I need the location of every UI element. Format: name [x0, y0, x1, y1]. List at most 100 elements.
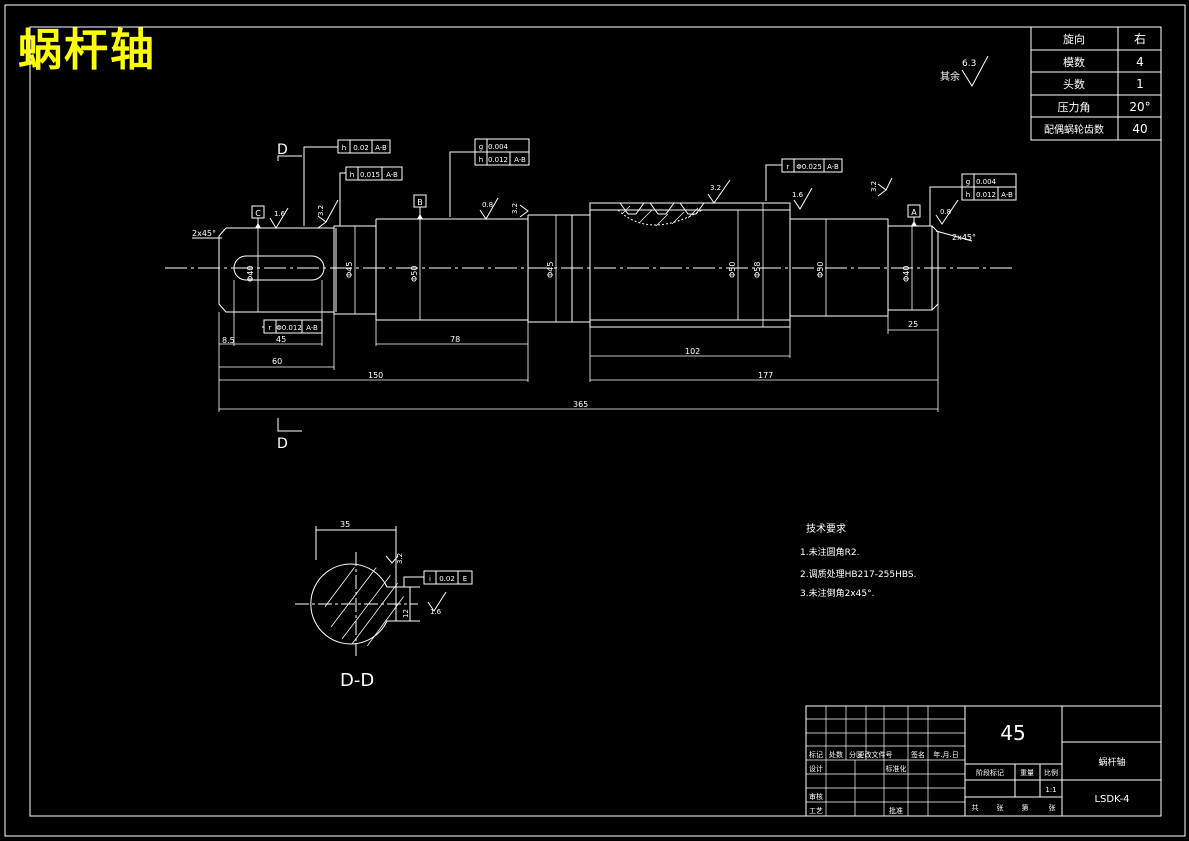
svg-text:共: 共 [972, 803, 979, 812]
inner-frame [29, 26, 1162, 817]
svg-text:2.调质处理HB217-255HBS.: 2.调质处理HB217-255HBS. [800, 568, 917, 580]
svg-text:Φ45: Φ45 [345, 262, 354, 278]
svg-text:h: h [350, 171, 354, 179]
svg-text:工艺: 工艺 [809, 807, 823, 815]
svg-text:12: 12 [402, 609, 410, 618]
svg-text:其余: 其余 [940, 70, 960, 83]
svg-text:A-B: A-B [386, 171, 398, 179]
svg-text:D: D [277, 436, 288, 452]
dimension-texts: 8.5 45 60 78 150 102 177 25 365 Φ40 Φ45 … [192, 229, 976, 409]
tolerance-frame-3: g 0.004 h 0.012 A-B [449, 138, 530, 217]
svg-text:r: r [269, 324, 272, 332]
svg-text:签名: 签名 [911, 750, 925, 759]
tolerance-frame-5: g 0.004 h 0.012 A-B [929, 173, 1017, 226]
svg-text:分区: 分区 [849, 750, 863, 759]
svg-text:E: E [463, 575, 467, 583]
svg-text:25: 25 [908, 320, 918, 329]
svg-text:4: 4 [1136, 55, 1144, 69]
svg-text:头数: 头数 [1063, 78, 1085, 91]
svg-text:0.02: 0.02 [353, 144, 369, 152]
svg-text:2x45°: 2x45° [952, 233, 976, 242]
svg-text:h: h [342, 144, 346, 152]
datum-a: A [907, 204, 921, 226]
svg-text:Φ40: Φ40 [246, 266, 255, 282]
svg-text:45: 45 [276, 335, 286, 344]
svg-text:比例: 比例 [1044, 768, 1058, 777]
svg-text:1.6: 1.6 [430, 608, 442, 616]
svg-text:Φ40: Φ40 [902, 266, 911, 282]
title-block: 标记 处数 分区 更改文件号 签名 年.月.日 设计 审核 工艺 标准化 批准 … [805, 705, 1162, 817]
svg-text:A-B: A-B [1001, 191, 1013, 199]
svg-text:60: 60 [272, 357, 282, 366]
svg-text:Φ0.012: Φ0.012 [276, 324, 302, 332]
svg-text:A-B: A-B [375, 144, 387, 152]
svg-text:1:1: 1:1 [1045, 786, 1056, 794]
svg-text:45: 45 [1000, 721, 1025, 745]
parameter-table: 旋向 右 模数 4 头数 1 压力角 20° 配偶蜗轮齿数 40 [1030, 26, 1162, 141]
svg-text:0.004: 0.004 [976, 178, 997, 186]
roughness-symbols: 1.6 3.2 0.8 3.2 3.2 1.6 3.2 0.8 [269, 177, 959, 229]
svg-text:h: h [966, 191, 970, 199]
svg-text:1.未注圆角R2.: 1.未注圆角R2. [800, 546, 859, 558]
svg-text:Φ0.025: Φ0.025 [796, 163, 822, 171]
svg-text:A-B: A-B [306, 324, 318, 332]
svg-text:旋向: 旋向 [1063, 32, 1085, 46]
svg-text:40: 40 [1132, 122, 1147, 136]
svg-text:365: 365 [573, 400, 588, 409]
svg-text:技术要求: 技术要求 [806, 522, 846, 535]
svg-text:A: A [911, 208, 917, 217]
svg-text:Φ50: Φ50 [410, 266, 419, 282]
svg-text:模数: 模数 [1063, 56, 1085, 69]
svg-text:g: g [966, 178, 970, 186]
svg-text:审核: 审核 [809, 792, 823, 801]
tolerance-frame-4: r Φ0.025 A-B [765, 158, 843, 201]
svg-text:102: 102 [685, 347, 700, 356]
svg-text:78: 78 [450, 335, 460, 344]
svg-text:阶段标记: 阶段标记 [976, 768, 1004, 777]
svg-text:3.2: 3.2 [511, 203, 519, 214]
svg-text:3.未注倒角2x45°.: 3.未注倒角2x45°. [800, 587, 874, 599]
datum-b: B [413, 194, 427, 219]
dimension-lines [218, 203, 939, 412]
svg-text:150: 150 [368, 371, 383, 380]
section-view-dd: 35 12 i 0.02 E 3.2 1.6 D-D [295, 520, 473, 691]
svg-text:右: 右 [1134, 31, 1146, 46]
svg-text:0.8: 0.8 [940, 208, 951, 216]
svg-text:3.2: 3.2 [317, 205, 325, 216]
svg-text:A-B: A-B [514, 156, 526, 164]
svg-text:h: h [479, 156, 483, 164]
datum-c: C [251, 205, 265, 228]
svg-text:配偶蜗轮齿数: 配偶蜗轮齿数 [1044, 123, 1104, 136]
svg-text:蜗杆轴: 蜗杆轴 [1098, 756, 1125, 768]
svg-text:0.004: 0.004 [488, 143, 509, 151]
svg-text:标准化: 标准化 [886, 764, 907, 773]
svg-text:标记: 标记 [809, 750, 823, 759]
svg-text:批准: 批准 [889, 806, 903, 815]
keyway-slot [233, 255, 325, 281]
svg-text:1.6: 1.6 [274, 210, 286, 218]
technical-requirements: 技术要求 1.未注圆角R2. 2.调质处理HB217-255HBS. 3.未注倒… [800, 522, 917, 599]
tolerance-frame-2: h 0.015 A-B [339, 166, 403, 226]
drawing-title: 蜗杆轴 [18, 25, 156, 76]
svg-text:0.015: 0.015 [360, 171, 380, 179]
svg-text:D: D [277, 142, 288, 158]
tolerance-frame-1: h 0.02 A-B [303, 139, 391, 226]
svg-text:Φ50: Φ50 [816, 262, 825, 278]
svg-text:Φ50: Φ50 [728, 262, 737, 278]
general-roughness: 其余 6.3 [940, 55, 989, 87]
svg-text:处数: 处数 [829, 750, 843, 759]
svg-text:压力角: 压力角 [1058, 101, 1091, 114]
svg-text:年.月.日: 年.月.日 [933, 750, 958, 759]
svg-text:i: i [429, 575, 431, 583]
svg-text:Φ58: Φ58 [753, 262, 762, 278]
outer-border [4, 4, 1186, 837]
svg-text:设计: 设计 [809, 764, 823, 773]
svg-text:LSDK-4: LSDK-4 [1094, 794, 1129, 805]
svg-text:1: 1 [1136, 77, 1144, 91]
svg-text:r: r [787, 163, 790, 171]
svg-text:张: 张 [1049, 803, 1056, 812]
svg-text:0.012: 0.012 [976, 191, 996, 199]
svg-text:C: C [255, 209, 261, 218]
svg-text:A-B: A-B [827, 163, 839, 171]
